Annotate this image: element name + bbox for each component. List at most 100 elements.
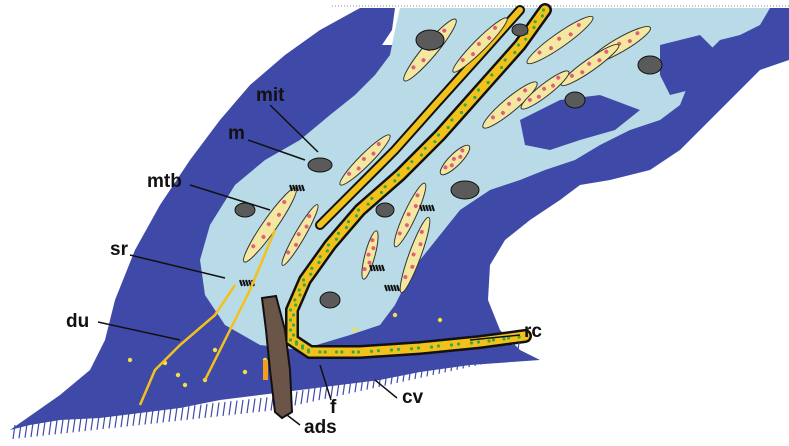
granule [433,140,436,143]
granule [289,338,292,341]
granule [424,147,427,150]
granule [437,133,440,136]
granule [292,313,295,316]
granule [477,88,480,91]
cilium [265,397,267,411]
mitochondrion [308,158,332,172]
granule [324,350,327,353]
granule [355,214,358,217]
cilium [43,422,45,436]
granule [294,303,297,306]
cilium [229,401,231,415]
granule [298,293,301,296]
granule [457,342,460,345]
cilium [61,420,63,434]
granule [430,345,433,348]
granule [335,238,338,241]
granule [397,173,400,176]
granule [393,179,396,182]
granule [347,220,350,223]
granule [357,208,360,211]
cilium [223,402,225,416]
cilium [169,408,171,422]
cilium [91,416,93,430]
granule [303,283,306,286]
yellow-dot [128,358,132,362]
granule [340,350,343,353]
cilium [31,423,33,437]
cilium [133,412,135,426]
mitochondrion [638,56,662,74]
mitochondrion [376,203,394,217]
yellow-dot [213,348,217,352]
cilium [67,419,69,433]
granule [420,153,423,156]
granule [317,261,320,264]
cilium [79,418,81,432]
cilium [157,409,159,423]
cilium [73,418,75,432]
mitochondrion [416,30,444,50]
granule [541,14,544,17]
granule [534,20,537,23]
granule [410,347,413,350]
granule [289,318,292,321]
yellow-dot [176,373,180,377]
granule [380,191,383,194]
label-mtb: mtb [147,172,182,191]
granule [335,350,338,353]
granule [460,111,463,114]
granule [397,348,400,351]
granule [377,349,380,352]
label-mit: mit [256,86,285,105]
cilium [37,422,39,436]
granule [307,350,310,353]
granule [464,103,467,106]
yellow-dot [183,383,187,387]
cilium [145,410,147,424]
label-du: du [66,312,89,331]
granule [295,342,298,345]
cilium [253,399,255,413]
granule [487,339,490,342]
cilium [295,391,297,405]
granule [367,203,370,206]
cilium [235,401,237,415]
cilium [313,388,315,402]
cilium [259,398,261,412]
label-m: m [228,124,245,143]
granule [384,185,387,188]
granule [352,350,355,353]
mitochondrion [451,181,479,199]
label-ads: ads [304,418,337,437]
cilium [13,425,15,439]
granule [490,73,493,76]
cilium [301,390,303,404]
yellow-dot [353,328,357,332]
granule [470,341,473,344]
granule [302,278,305,281]
mitochondrion [320,292,340,308]
granule [492,338,495,341]
granule [532,26,535,29]
granule [407,167,410,170]
label-f: f [330,398,336,417]
granule [390,348,393,351]
cilium [193,405,195,419]
cilium [139,411,141,425]
granule [318,350,321,353]
cilium [181,407,183,421]
granule [517,43,520,46]
granule [417,346,420,349]
granule [542,8,545,11]
granule [370,350,373,353]
cilium [241,400,243,414]
yellow-dot [438,318,442,322]
cilium [247,399,249,413]
cilium [163,409,165,423]
granule [513,51,516,54]
cilium [211,403,213,417]
granule [327,243,330,246]
granule [524,38,527,41]
